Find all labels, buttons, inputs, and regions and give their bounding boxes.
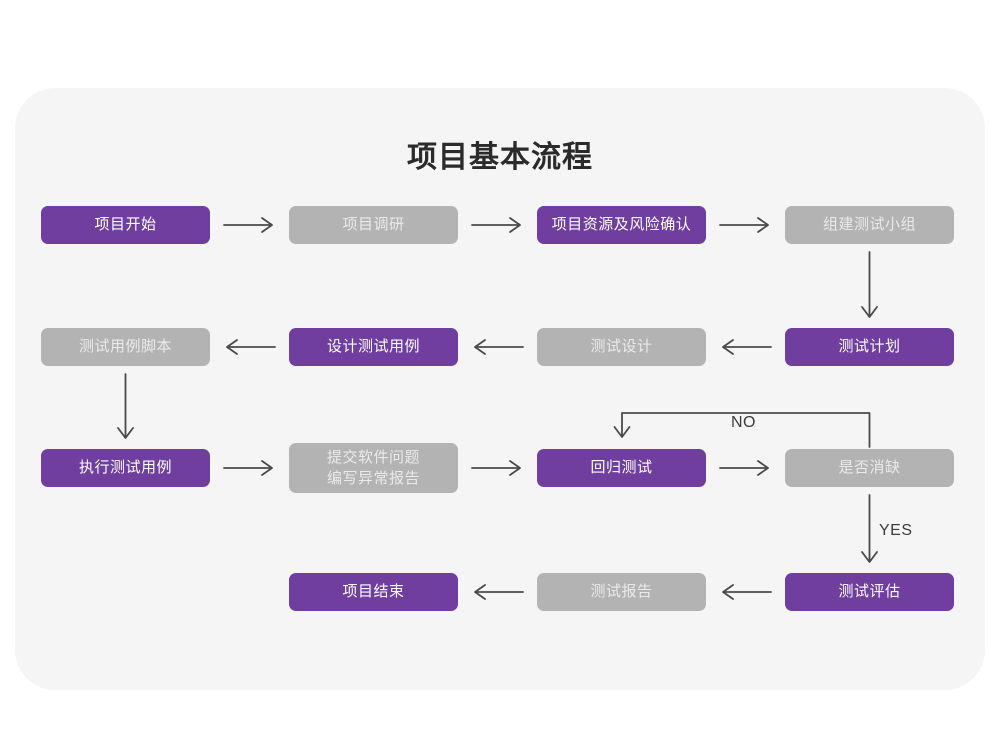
edge-label-no: NO: [731, 414, 756, 431]
flow-node-regression-test[interactable]: 回归测试: [537, 449, 706, 487]
flow-node-design-test-case[interactable]: 设计测试用例: [289, 328, 458, 366]
flow-node-test-plan[interactable]: 测试计划: [785, 328, 954, 366]
flow-node-label: 测试报告: [590, 583, 653, 600]
flow-node-label: 测试计划: [838, 338, 901, 355]
flow-node-label: 提交软件问题 编写异常报告: [326, 449, 420, 487]
flow-node-test-report[interactable]: 测试报告: [537, 573, 706, 611]
flow-node-project-end[interactable]: 项目结束: [289, 573, 458, 611]
flow-node-build-test-team[interactable]: 组建测试小组: [785, 206, 954, 244]
flow-node-test-design[interactable]: 测试设计: [537, 328, 706, 366]
flow-node-label: 测试用例脚本: [78, 338, 172, 355]
flow-node-label: 测试设计: [590, 338, 653, 355]
flow-node-test-case-script[interactable]: 测试用例脚本: [41, 328, 210, 366]
flow-node-label: 是否消缺: [838, 459, 901, 476]
flow-node-project-research[interactable]: 项目调研: [289, 206, 458, 244]
flow-node-label: 回归测试: [590, 459, 653, 476]
page-title: 项目基本流程: [407, 141, 593, 174]
flow-node-resource-risk-confirm[interactable]: 项目资源及风险确认: [537, 206, 706, 244]
flow-node-label: 项目开始: [94, 216, 157, 233]
flow-node-defect-resolved[interactable]: 是否消缺: [785, 449, 954, 487]
flow-node-execute-test-case[interactable]: 执行测试用例: [41, 449, 210, 487]
flow-node-label: 项目调研: [342, 216, 405, 233]
edge-label-yes: YES: [879, 522, 913, 539]
flow-node-label: 项目资源及风险确认: [551, 216, 692, 233]
flow-node-label: 设计测试用例: [326, 338, 420, 355]
flow-node-label: 项目结束: [342, 583, 405, 600]
flow-node-label: 组建测试小组: [822, 216, 916, 233]
flow-node-submit-issue-report[interactable]: 提交软件问题 编写异常报告: [289, 443, 458, 493]
flow-node-label: 测试评估: [838, 583, 901, 600]
flow-node-label: 执行测试用例: [78, 459, 172, 476]
flow-node-project-start[interactable]: 项目开始: [41, 206, 210, 244]
flow-node-test-evaluation[interactable]: 测试评估: [785, 573, 954, 611]
